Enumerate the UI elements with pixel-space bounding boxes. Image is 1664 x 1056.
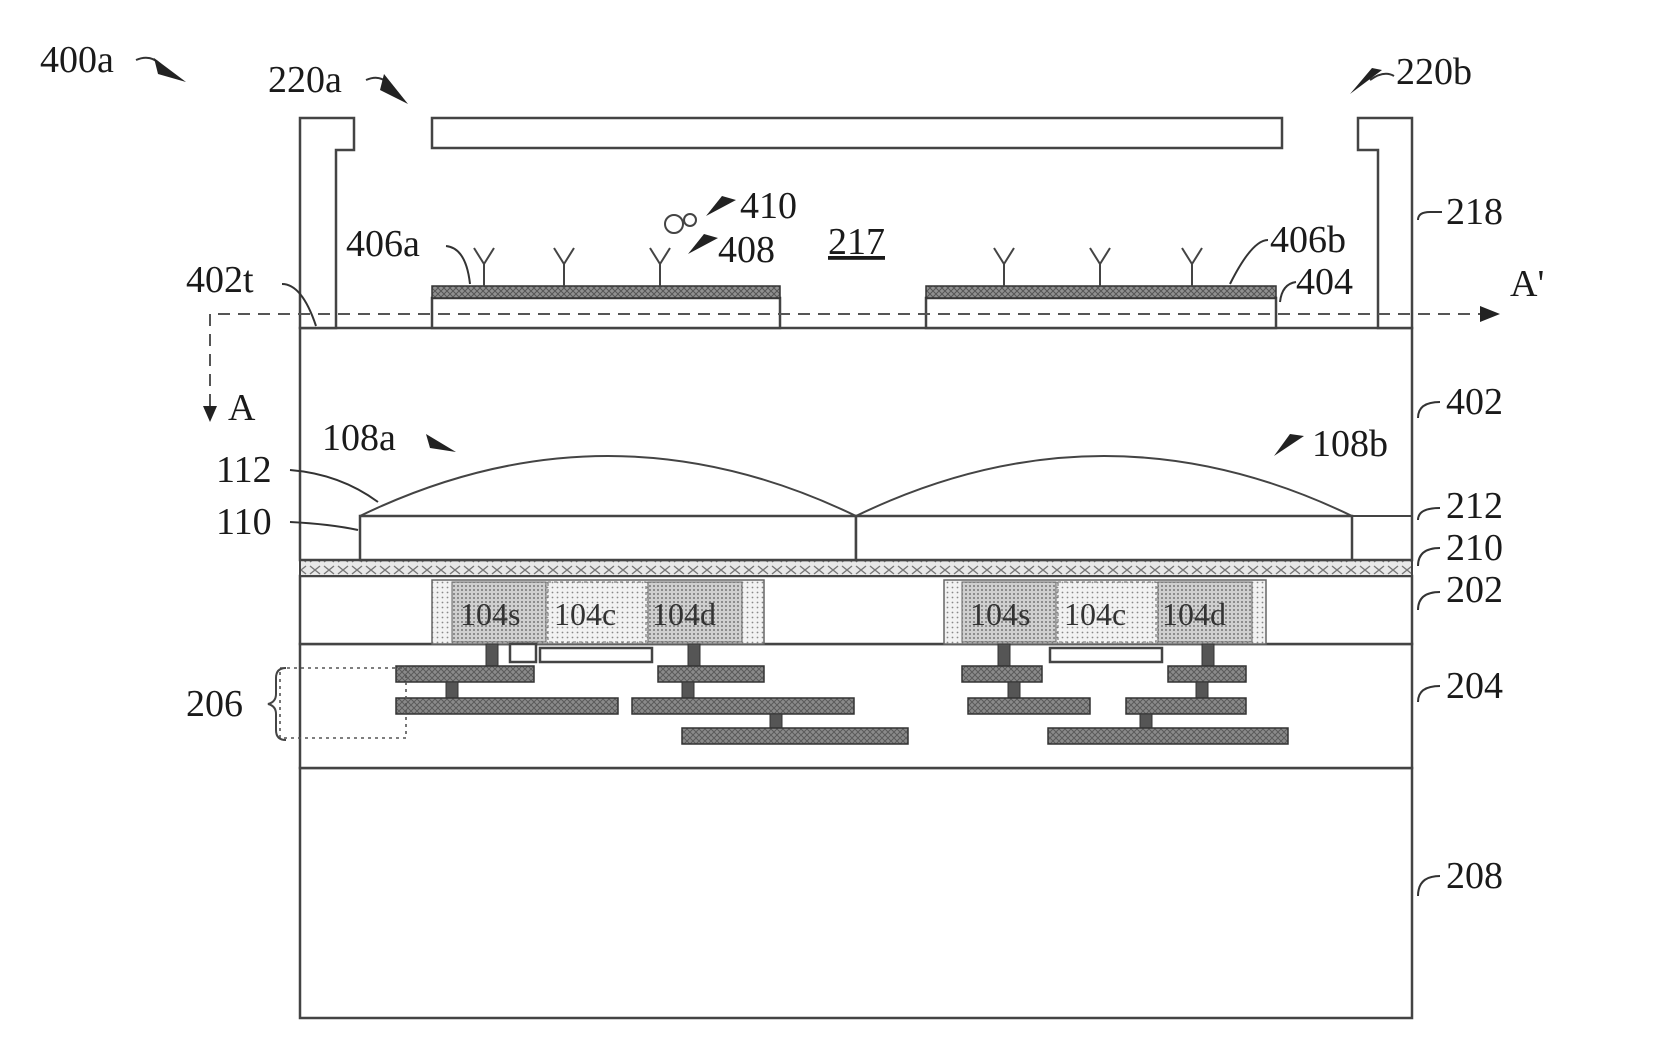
probe-1 [473,247,495,286]
leader-208 [1417,875,1441,897]
label-110: 110 [216,501,272,543]
arrow-108a [426,434,456,452]
label-402t: 402t [186,259,254,301]
section-arrow-down [203,406,217,422]
molecule-410-b [683,213,697,227]
label-404: 404 [1296,261,1353,303]
leader-110 [289,521,359,531]
interconnect-brace [267,667,287,741]
probe-3 [649,247,671,286]
leader-212 [1417,507,1441,521]
probes-right [993,247,1203,286]
gate-right [1048,646,1164,664]
label-208: 208 [1446,855,1503,897]
cell-label-right-1: 104c [1064,596,1126,632]
label-210: 210 [1446,527,1503,569]
label-a-prime: A' [1510,263,1544,305]
cap-wall-left [298,116,356,330]
lens-curve-left [359,455,857,517]
cell-104d-left [647,581,743,643]
cell-label-left-2: 104d [652,596,716,632]
label-202: 202 [1446,569,1503,611]
label-206: 206 [186,683,243,725]
label-108a: 108a [322,417,396,459]
lens-curve-right [855,455,1353,517]
pointer-arrows [154,58,1382,456]
arrow-400a [154,58,186,82]
bulk-substrate-208 [298,766,1414,1020]
arrow-410 [706,196,736,216]
cell-104c-right [1057,581,1157,643]
interconnect-left [395,643,909,745]
probe-5 [1089,247,1111,286]
cap-top-plate [430,116,1284,150]
leader-402 [1417,401,1441,419]
arrow-408 [688,234,718,254]
label-a: A [228,387,256,429]
molecule-410-a [664,214,684,234]
probe-2 [553,247,575,286]
cell-104c-left [547,581,647,643]
interconnect-right [961,643,1289,745]
arrow-108b [1274,434,1304,456]
label-220b: 220b [1396,51,1472,93]
cell-label-left-1: 104c [554,596,616,632]
cell-label-right-0: 104s [970,596,1030,632]
section-arrow-right [1480,306,1500,322]
leader-406a [445,245,471,285]
label-408: 408 [718,229,775,271]
leader-220b [1369,72,1395,81]
label-217: 217 [828,221,885,263]
cell-group-left [431,579,765,664]
cell-104s-left [451,581,547,643]
cell-group-right [943,579,1267,664]
leader-112 [289,469,379,503]
lens-base-right [854,514,1354,562]
cell-label-right-2: 104d [1162,596,1226,632]
arrow-220b [1350,68,1382,94]
cap-wall-right [1356,116,1414,330]
leader-404 [1279,281,1297,303]
label-212: 212 [1446,485,1503,527]
label-220a: 220a [268,59,342,101]
label-406b: 406b [1270,219,1346,261]
label-204: 204 [1446,665,1503,707]
sensing-film-406b [925,285,1277,299]
leader-406b [1229,239,1269,285]
label-112: 112 [216,449,272,491]
label-410: 410 [740,185,797,227]
label-402: 402 [1446,381,1503,423]
leader-202 [1417,591,1441,611]
probes-left [473,247,671,286]
leader-204 [1417,685,1441,703]
cell-label-left-0: 104s [460,596,520,632]
lens-base-left [358,514,858,562]
cell-104s-right [961,581,1057,643]
label-218: 218 [1446,191,1503,233]
layer-210 [299,559,1413,577]
cell-104d-right [1157,581,1253,643]
leader-218 [1417,211,1442,221]
label-108b: 108b [1312,423,1388,465]
interconnect-bracket-region [279,667,407,739]
leader-402t [281,283,317,327]
label-400a: 400a [40,39,114,81]
probe-6 [1181,247,1203,286]
section-line [209,313,1480,406]
sensing-film-406a [431,285,781,299]
gate-left [538,646,654,664]
label-406a: 406a [346,223,420,265]
leader-210 [1417,547,1441,567]
probe-4 [993,247,1015,286]
arrow-220a [380,74,408,104]
